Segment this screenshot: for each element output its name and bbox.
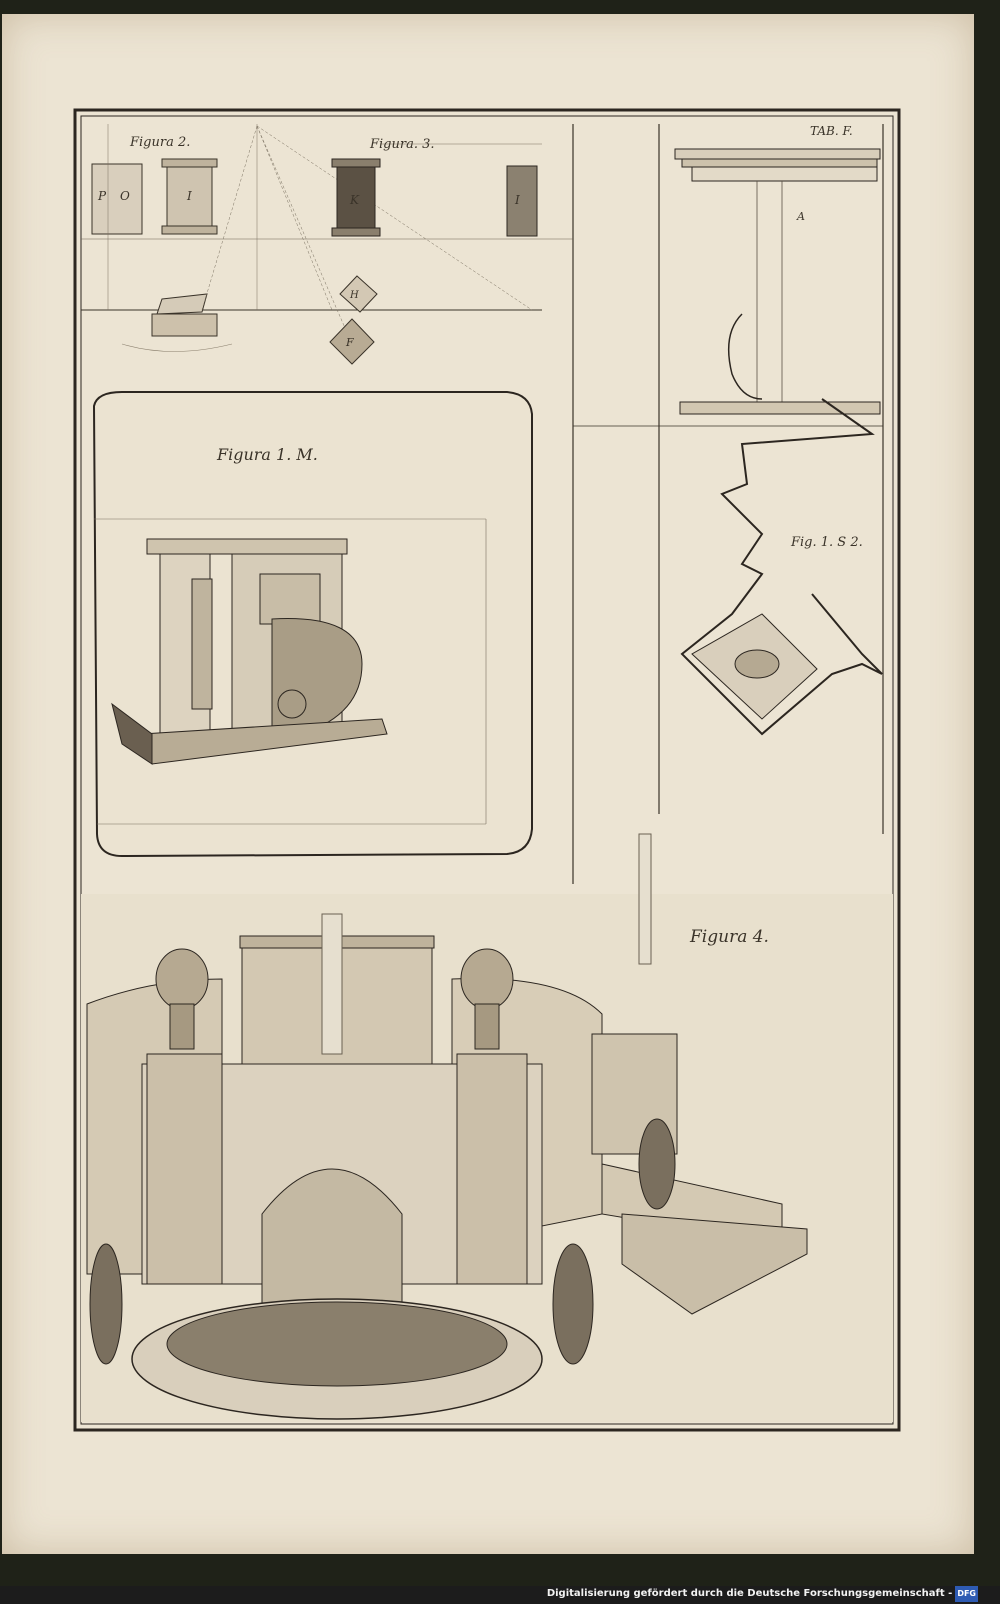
fig-1s2-drawing xyxy=(680,398,883,736)
svg-text:O: O xyxy=(120,189,130,203)
caption-figura-4: Figura 4. xyxy=(689,927,769,947)
caption-figura-1m: Figura 1. M. xyxy=(216,445,318,464)
figura-3-drawing: I K H F xyxy=(201,125,542,365)
engraved-plate: P O I I K H F xyxy=(73,108,901,1432)
figura-1m-drawing xyxy=(92,391,533,858)
caption-figura-3: Figura. 3. xyxy=(369,137,435,152)
credit-text: Digitalisierung gefördert durch die Deut… xyxy=(546,1588,953,1599)
svg-text:F: F xyxy=(345,336,354,349)
svg-text:K: K xyxy=(349,193,360,207)
digitization-credit: Digitalisierung gefördert durch die Deut… xyxy=(0,1586,1000,1604)
dfg-logo: DFG xyxy=(955,1586,978,1602)
svg-text:H: H xyxy=(349,290,359,301)
svg-text:A: A xyxy=(796,210,805,223)
svg-text:I: I xyxy=(514,193,520,207)
figura-4-drawing xyxy=(81,833,893,1422)
caption-fig-1s2: Fig. 1. S 2. xyxy=(790,535,863,550)
caption-figura-2: Figura 2. xyxy=(129,135,190,150)
book-page: P O I I K H F xyxy=(2,14,974,1554)
figura-2-drawing: P O I xyxy=(91,124,258,352)
tab-label: TAB. F. xyxy=(810,124,853,138)
svg-text:P: P xyxy=(97,189,107,203)
cornice-drawing: A xyxy=(674,148,881,415)
svg-text:I: I xyxy=(186,189,192,203)
